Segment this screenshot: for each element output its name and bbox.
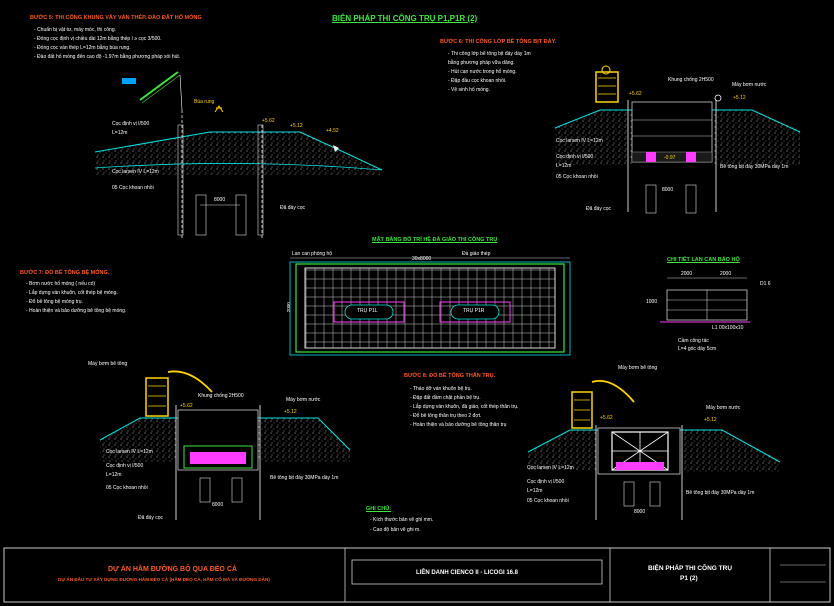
step6-elev: -0.97 (664, 155, 676, 161)
step8-note: - Đổ bê tông thân trụ theo 2 đợt. (410, 413, 482, 419)
step8-label: Cọc larsen IV L=12m (527, 465, 574, 471)
plan-dim: 2000 (285, 302, 291, 313)
notes-heading: GHI CHÚ: (366, 506, 392, 512)
drawing-subtitle-block: P1 (2) (680, 575, 698, 582)
notes-item: - Kích thước bản vẽ ghi mm. (370, 517, 434, 523)
step5-heading: BƯỚC 5: THI CÔNG KHUNG VÂY VÁN THÉP, ĐÀO… (30, 15, 202, 21)
step7-label: Cọc larsen IV L=12m (106, 449, 153, 455)
step6-label: Cọc định vị I/500 (556, 154, 594, 160)
step6-label: Đã đáy cọc (586, 206, 612, 212)
title-block-frame (3, 547, 831, 603)
step8-label: 8000 (634, 509, 646, 515)
step7-label: L=12m (106, 472, 122, 478)
step7-heading: BƯỚC 7: ĐỔ BÊ TÔNG BỆ MÓNG. (20, 270, 110, 276)
step8-label: L=12m (527, 488, 543, 494)
step7-label: 8000 (212, 502, 224, 508)
step7-label: Đã đáy cọc (138, 515, 164, 521)
step5-label: L=12m (112, 130, 128, 136)
step6-note: - Vệ sinh hố móng. (448, 87, 490, 93)
detail-label: L=4 góc dày 5cm (678, 346, 717, 352)
step6-label: Máy bơm nước (732, 82, 767, 88)
step5-label: Búa rung (194, 99, 215, 105)
step5-section (94, 71, 383, 238)
step7-note: - Lắp dựng ván khuôn, cốt thép bệ móng. (26, 290, 118, 296)
step5-note: - Chuẩn bị vật tư, máy móc, thi công. (34, 27, 116, 33)
step5-label: Cọc larsen IV L=12m (112, 169, 159, 175)
step8-heading: BƯỚC 8: ĐỔ BÊ TÔNG THÂN TRỤ. (404, 373, 496, 379)
detail-section (660, 277, 750, 323)
step5-label: 8000 (214, 197, 226, 203)
detail-dim: 2000 (681, 271, 693, 277)
step8-label: Bê tông bịt đáy 30MPa dày 1m (686, 490, 755, 496)
contractor-name: LIÊN DANH CIENCO II - LICOGI 16.8 (416, 570, 519, 576)
detail-label: Cầm công tác (678, 338, 709, 344)
pier-label-right: TRỤ P1R (463, 308, 485, 314)
notes-item: - Cao độ bản vẽ ghi m. (370, 527, 421, 533)
step8-elev: +5.12 (704, 417, 717, 423)
step8-label: Cọc định vị I/500 (527, 479, 565, 485)
step5-note: - Đóng cọc định vị chiều dài 12m bằng th… (34, 36, 162, 42)
step7-note: - Đổ bê tông bệ móng trụ. (26, 299, 83, 305)
step8-note: - Lắp dựng ván khuôn, đà giáo, cốt thép … (410, 404, 519, 410)
step7-elev: +5.62 (180, 403, 193, 409)
plan-label: Đà giáo thép (462, 251, 491, 257)
step6-label: Khung chống 2H500 (668, 77, 714, 83)
drawing-title-block: BIỆN PHÁP THI CÔNG TRỤ (648, 565, 733, 572)
step8-label: 05 Cọc khoan nhồi (527, 498, 569, 504)
plan-heading: MẶT BẰNG BỐ TRÍ HỆ ĐÀ GIÁO THI CÔNG TRỤ (372, 237, 498, 243)
subproject-name: DỰ ÁN ĐẦU TƯ XÂY DỰNG ĐƯỜNG HẦM ĐÈO CẢ (… (58, 577, 270, 582)
drawing-title: BIỆN PHÁP THI CÔNG TRỤ P1,P1R (2) (332, 14, 478, 23)
step6-label: Bê tông bịt đáy 30MPa dày 1m (720, 164, 789, 170)
step6-elev: +5.62 (629, 91, 642, 97)
detail-label: D1 6 (760, 281, 771, 287)
step6-note: bằng phương pháp vữa dâng. (448, 60, 515, 66)
step6-elev: +5.12 (733, 95, 746, 101)
step8-elev: +5.62 (600, 415, 613, 421)
step6-label: Cọc larsen IV L=12m (556, 138, 603, 144)
step7-label: Máy bơm nước (286, 397, 321, 403)
step5-label: Cọc định vị I/500 (112, 121, 150, 127)
step7-label: Bê tông bịt đáy 30MPa dày 1m (270, 475, 339, 481)
step7-label: Cọc định vị I/500 (106, 463, 144, 469)
step6-section (554, 65, 801, 214)
step5-note: - Đào đất hố móng đến cao độ -1.97m bằng… (34, 54, 181, 60)
pier-label-left: TRỤ P1L (357, 308, 378, 314)
step6-label: 05 Cọc khoan nhồi (556, 174, 598, 180)
step8-note: - Đập đất đầm chặt phần bệ trụ. (410, 395, 481, 401)
step6-heading: BƯỚC 6: THI CÔNG LỚP BÊ TÔNG BỊT ĐÁY. (440, 39, 557, 45)
step5-elev: +5.62 (262, 118, 275, 124)
plan-label: Lan can phòng hộ (292, 251, 333, 257)
step8-section (527, 380, 781, 520)
plan-dim: 30x8000 (412, 256, 432, 262)
step6-note: - Đập đầu cọc khoan nhồi. (448, 78, 507, 84)
step8-note: - Hoàn thiện và bảo dưỡng bê tông thân t… (410, 422, 507, 428)
step6-note: - Thi công lớp bê tông bịt đáy dày 1m (448, 51, 531, 57)
plan-section (289, 257, 571, 356)
step6-label: 8000 (662, 187, 674, 193)
step7-label: Máy bơm bê tông (88, 361, 128, 367)
step7-note: - Hoàn thiện và bảo dưỡng bê tông bệ món… (26, 308, 127, 314)
step7-elev: +5.12 (284, 409, 297, 415)
detail-label: L1 00x100x10 (712, 325, 744, 331)
step5-label: 05 Cọc khoan nhồi (112, 185, 154, 191)
detail-heading: CHI TIẾT LAN CAN BẢO HỘ (667, 257, 740, 263)
step5-elev: +4.52 (326, 128, 339, 134)
step8-note: - Tháo dỡ ván khuôn bệ trụ. (410, 386, 472, 392)
step6-label: L=12m (556, 163, 572, 169)
step5-note: - Đóng cọc ván thép L=12m bằng búa rung. (34, 45, 131, 51)
step7-label: 05 Cọc khoan nhồi (106, 485, 148, 491)
step7-label: Khung chống 2H500 (198, 393, 244, 399)
step8-label: Máy bơm bê tông (618, 365, 658, 371)
step7-section (99, 370, 351, 520)
project-name: DỰ ÁN HẦM ĐƯỜNG BỘ QUA ĐÈO CẢ (108, 566, 237, 573)
step5-elev: +5.12 (290, 123, 303, 129)
detail-dim: 1000 (646, 299, 658, 305)
step7-note: - Bơm nước hố móng ( nếu có) (26, 281, 96, 287)
step8-label: Máy bơm nước (706, 405, 741, 411)
step6-note: - Hút cạn nước trong hố móng. (448, 69, 517, 75)
step5-label: Đã đáy cọc (280, 205, 306, 211)
detail-dim: 2000 (720, 271, 732, 277)
